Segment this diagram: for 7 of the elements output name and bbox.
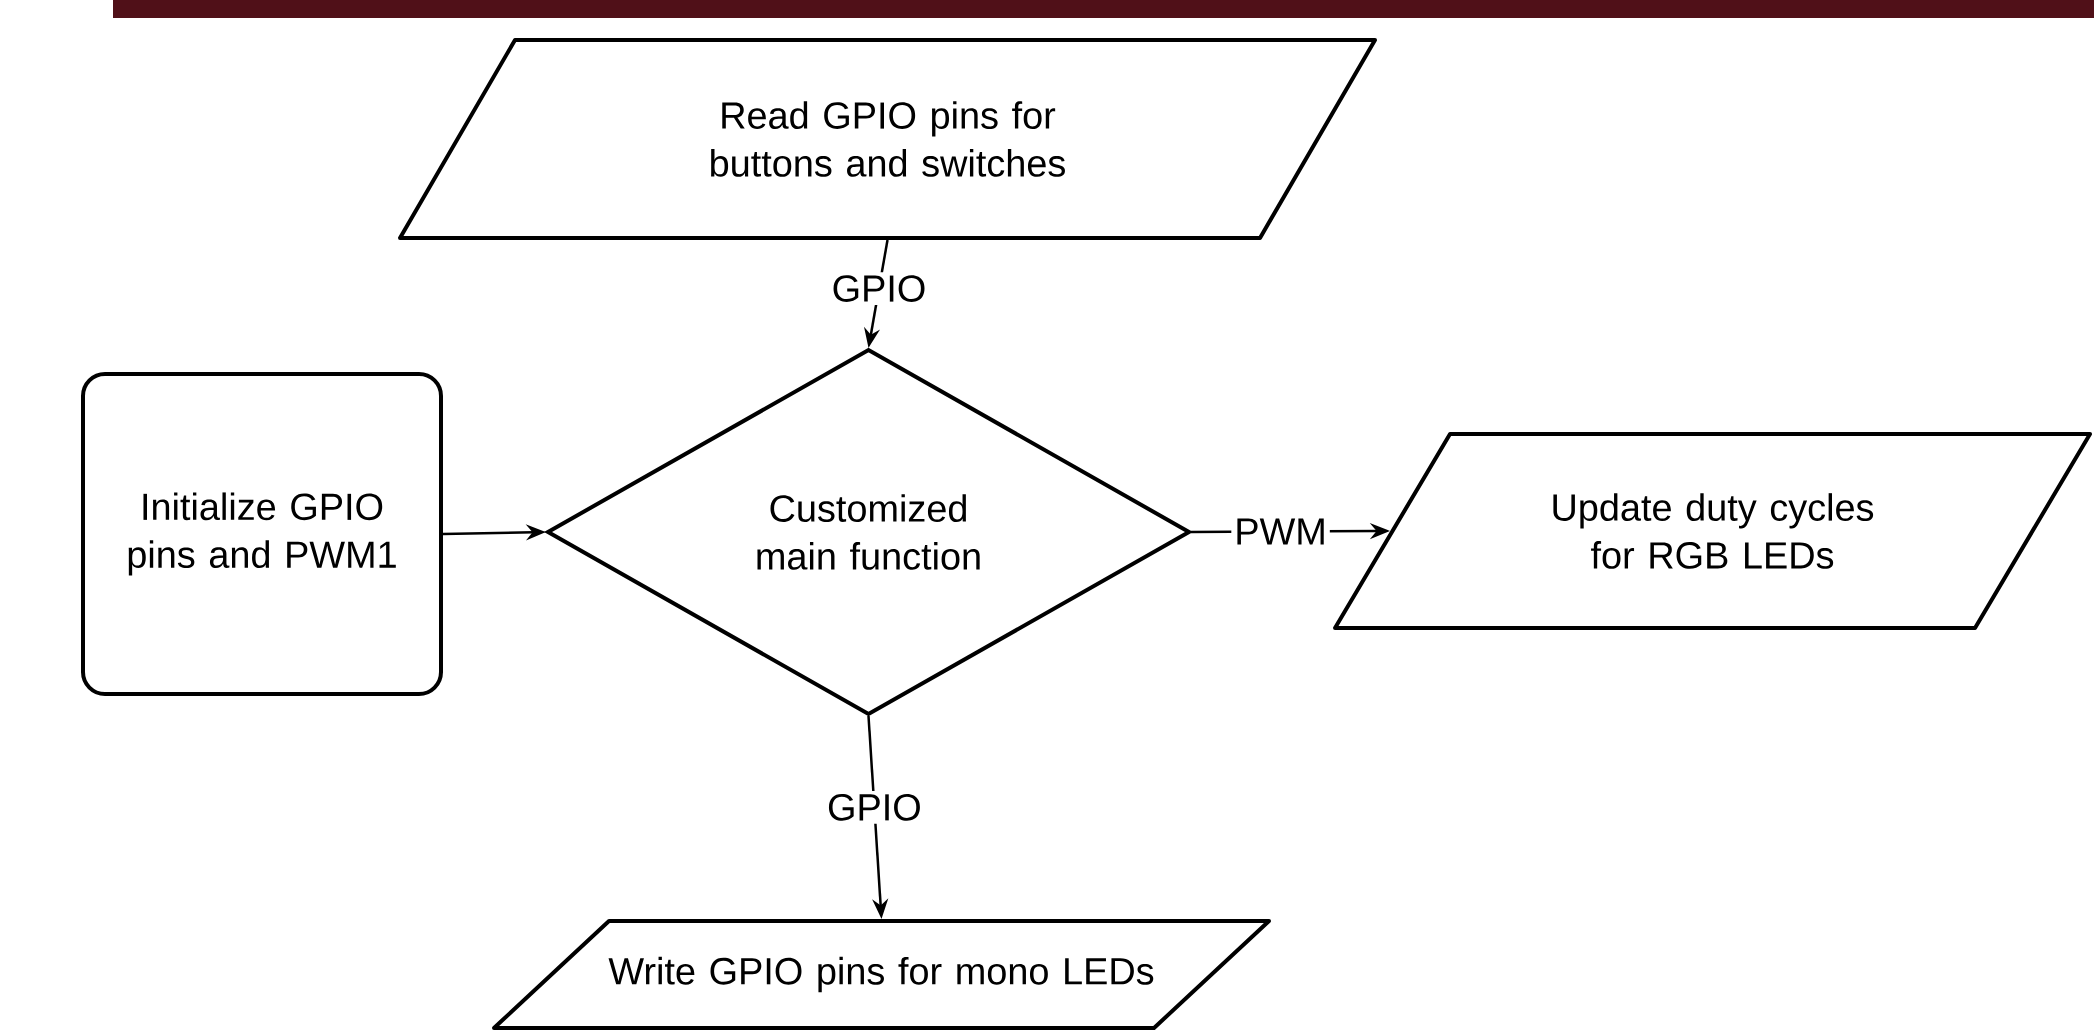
io-parallelogram: Read GPIO pins for buttons and switches	[398, 38, 1377, 240]
io-parallelogram: Update duty cycles for RGB LEDs	[1333, 432, 2093, 630]
edge-label: GPIO	[824, 790, 925, 824]
edge-label: GPIO	[828, 272, 930, 305]
edge-label: PWM	[1231, 515, 1330, 548]
io-parallelogram: Write GPIO pins for mono LEDs	[492, 919, 1271, 1030]
process-box: Initialize GPIO pins and PWM1	[81, 372, 443, 696]
